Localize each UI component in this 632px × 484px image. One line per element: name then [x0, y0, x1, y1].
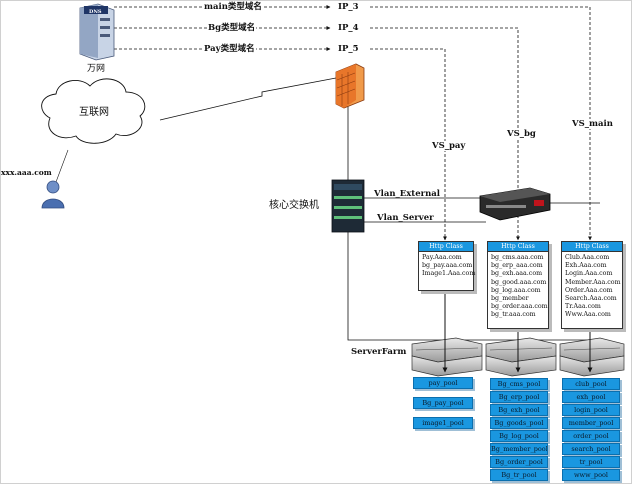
client-link [55, 149, 69, 183]
domain-label-main: main类型域名 [203, 2, 263, 12]
ip-label-5: IP_5 [338, 44, 359, 54]
server-rack-pay [411, 337, 483, 377]
internet-link [159, 77, 337, 121]
vs-main-label: VS_main [571, 119, 614, 129]
core-switch-icon [331, 179, 365, 233]
pool-bg-member: Bg_member_pool [490, 443, 548, 455]
http-class-item: Member.Aaa.com [565, 278, 621, 286]
http-class-item: Login.Aaa.com [565, 270, 613, 278]
ip-label-3: IP_3 [338, 2, 359, 12]
client-label: xxx.aaa.com [1, 168, 52, 177]
http-class-item: Club.Aaa.com [565, 254, 610, 261]
server-rack-main [559, 337, 625, 377]
pool-bg-tr: Bg_tr_pool [490, 469, 548, 481]
load-balancer-icon [479, 187, 551, 221]
vlan-external-label: Vlan_External [374, 189, 441, 199]
http-class-item: bg_cms.aaa.com [491, 254, 544, 261]
http-class-item: bg_member [491, 295, 529, 303]
pool-bg-pay: Bg_pay_pool [413, 397, 473, 409]
route-ip4 [370, 27, 520, 241]
client-user-icon [41, 180, 65, 209]
vs-pay-label: VS_pay [431, 141, 467, 151]
http-class-bg: Http Class bg_cms.aaa.com bg_erp_aaa.com… [487, 241, 549, 329]
pool-www: www_pool [562, 469, 620, 481]
vs-bg-label: VS_bg [506, 129, 537, 139]
http-class-item: Tr.Aaa.com [565, 303, 601, 311]
pool-bg-erp: Bg_erp_pool [490, 391, 548, 403]
serverfarm-label: ServerFarm [351, 347, 407, 357]
pool-bg-cms: Bg_cms_pool [490, 378, 548, 390]
domain-label-pay: Pay类型域名 [203, 44, 256, 54]
dns-server-icon [79, 3, 115, 61]
http-class-item: bg_log.aaa.com [491, 286, 541, 294]
http-class-item: Exh.Aaa.com [565, 262, 607, 270]
http-class-item: Www.Aaa.com [565, 311, 611, 319]
server-rack-bg [485, 337, 557, 377]
dns-badge: DNS [89, 9, 102, 15]
http-class-item: bg_good.aaa.com [491, 278, 547, 286]
route-ip3 [370, 6, 592, 241]
http-class-item: bg_order.aaa.com [491, 303, 548, 311]
core-switch-label: 核心交换机 [269, 200, 319, 211]
http-class-pay: Http Class Pay.Aaa.com bg_pay.aaa.com Im… [418, 241, 476, 291]
pool-exh: exh_pool [562, 391, 620, 403]
http-class-item: Search.Aaa.com [565, 295, 617, 303]
http-class-header: Http Class [488, 242, 548, 252]
http-class-item: bg_erp_aaa.com [491, 262, 543, 270]
http-class-item: Image1.Aaa.com [422, 270, 476, 278]
pool-bg-log: Bg_log_pool [490, 430, 548, 442]
http-class-main: Http Class Club.Aaa.com Exh.Aaa.com Logi… [561, 241, 623, 329]
pool-login: login_pool [562, 404, 620, 416]
http-class-header: Http Class [562, 242, 622, 252]
vlan-server-label: Vlan_Server [377, 213, 434, 223]
http-class-item: Order.Aaa.com [565, 286, 613, 294]
http-class-item: bg_exh.aaa.com [491, 270, 543, 278]
pool-tr: tr_pool [562, 456, 620, 468]
route-ip5 [370, 48, 447, 241]
ip-label-4: IP_4 [338, 23, 359, 33]
pool-order: order_pool [562, 430, 620, 442]
http-class-item: bg_pay.aaa.com [422, 262, 473, 270]
http-class-item: Pay.Aaa.com [422, 254, 462, 261]
pool-bg-goods: Bg_goods_pool [490, 417, 548, 429]
pool-club: club_pool [562, 378, 620, 390]
domain-label-bg: Bg类型域名 [207, 23, 257, 33]
internet-cloud [41, 78, 146, 144]
internet-label: 互联网 [79, 107, 109, 118]
firewall-icon [335, 63, 365, 109]
dns-label: 万网 [87, 64, 106, 74]
serverfarm-link [347, 232, 420, 341]
pool-search: search_pool [562, 443, 620, 455]
http-class-header: Http Class [419, 242, 473, 252]
http-class-item: bg_tr.aaa.com [491, 311, 536, 319]
pool-bg-order: Bg_order_pool [490, 456, 548, 468]
pool-image1: image1_pool [413, 417, 473, 429]
pool-bg-exh: Bg_exh_pool [490, 404, 548, 416]
pool-pay: pay_pool [413, 377, 473, 389]
pool-member: member_pool [562, 417, 620, 429]
